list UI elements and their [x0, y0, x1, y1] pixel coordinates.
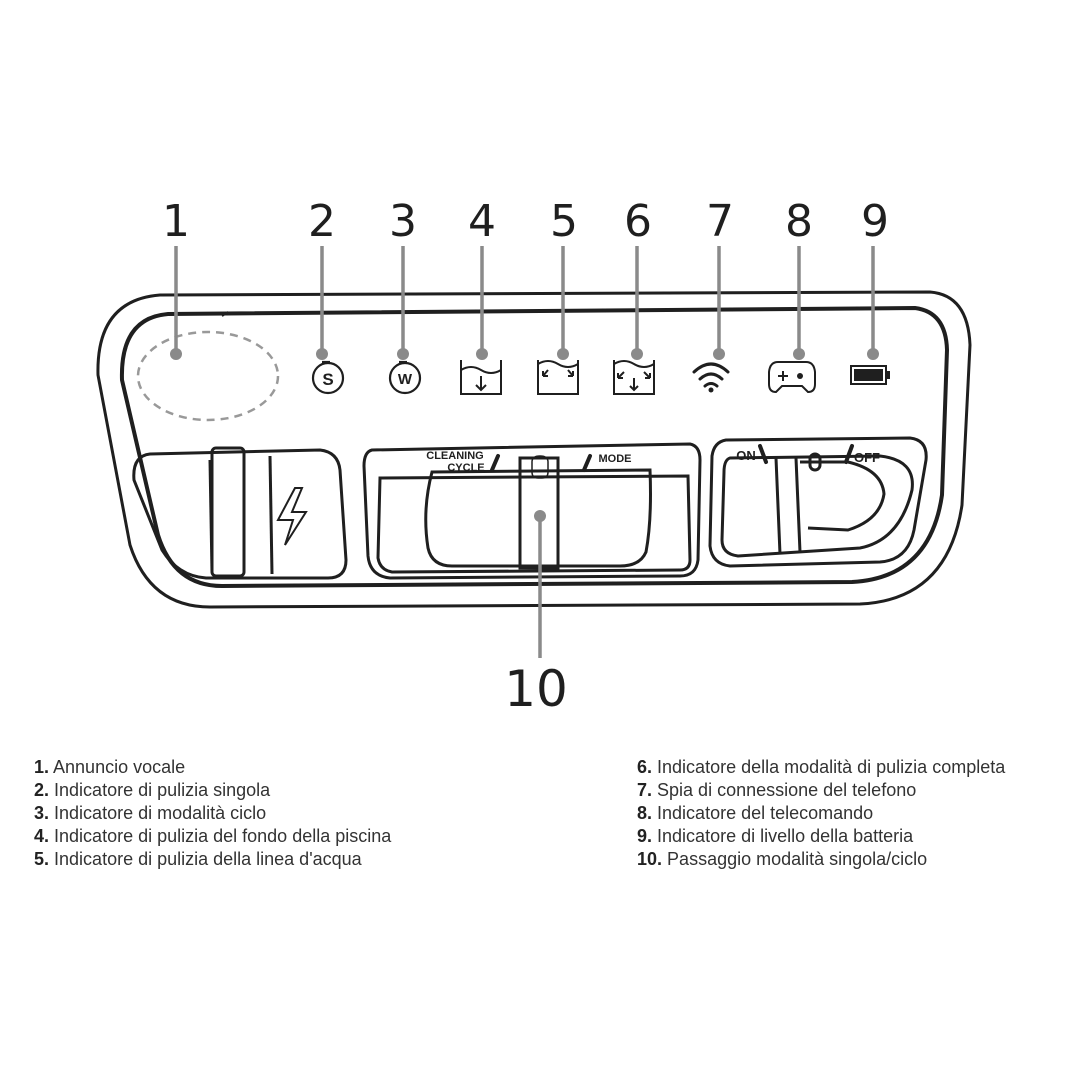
- waterline-icon: [537, 360, 579, 395]
- legend-item-8: 8. Indicatore del telecomando: [637, 802, 1005, 825]
- legend-item-number: 5.: [34, 849, 50, 869]
- legend-item-text: Indicatore di pulizia del fondo della pi…: [54, 826, 392, 846]
- legend-item-text: Indicatore di modalità ciclo: [54, 803, 267, 823]
- leader-dot-3: [397, 348, 409, 360]
- legend-right-column: 6. Indicatore della modalità di pulizia …: [637, 756, 1005, 871]
- legend-item-6: 6. Indicatore della modalità di pulizia …: [637, 756, 1005, 779]
- legend-item-text: Indicatore del telecomando: [657, 803, 874, 823]
- legend-item-number: 3.: [34, 803, 50, 823]
- legend-left-column: 1. Annuncio vocale 2. Indicatore di puli…: [34, 756, 391, 871]
- leader-dot-1: [170, 348, 182, 360]
- panel-inner-shell: [119, 305, 950, 589]
- callout-4: 4: [468, 196, 496, 247]
- legend-item-3: 3. Indicatore di modalità ciclo: [34, 802, 391, 825]
- callout-6: 6: [624, 196, 652, 247]
- cleaning-cycle-tick: [490, 454, 500, 472]
- legend-item-number: 8.: [637, 803, 653, 823]
- legend-item-4: 4. Indicatore di pulizia del fondo della…: [34, 825, 391, 848]
- leader-dots: [170, 348, 879, 522]
- legend-item-10: 10. Passaggio modalità singola/ciclo: [637, 848, 1005, 871]
- legend-item-1: 1. Annuncio vocale: [34, 756, 391, 779]
- single-cleaning-letter: S: [322, 370, 333, 389]
- mode-tick: [582, 454, 592, 472]
- lightning-icon: [276, 487, 308, 546]
- legend-item-2: 2. Indicatore di pulizia singola: [34, 779, 391, 802]
- cycle-mode-letter: W: [398, 371, 413, 388]
- callout-3: 3: [389, 196, 417, 247]
- power-switch: [708, 436, 928, 568]
- leader-dot-5: [557, 348, 569, 360]
- voice-announcement-area: [136, 330, 280, 422]
- cycle-mode-icon: W: [388, 360, 422, 395]
- callout-5: 5: [550, 196, 578, 247]
- legend-item-number: 1.: [34, 757, 50, 777]
- on-label: ON: [736, 448, 756, 463]
- leader-dot-9: [867, 348, 879, 360]
- legend-item-number: 7.: [637, 780, 653, 800]
- panel-outer-shell: [96, 290, 972, 609]
- single-cleaning-icon: S: [311, 360, 345, 395]
- on-tick: [758, 444, 768, 464]
- legend-item-text: Annuncio vocale: [53, 757, 186, 777]
- off-tick: [844, 444, 854, 464]
- legend-item-text: Spia di connessione del telefono: [657, 780, 917, 800]
- battery-level-icon: [850, 365, 890, 385]
- legend-item-text: Indicatore di livello della batteria: [657, 826, 914, 846]
- phone-connection-icon: [692, 362, 730, 393]
- legend-item-5: 5. Indicatore di pulizia della linea d'a…: [34, 848, 391, 871]
- panel-notch: [221, 311, 229, 317]
- legend-item-number: 2.: [34, 780, 50, 800]
- charging-port: [132, 446, 348, 580]
- callout-10: 10: [504, 660, 568, 718]
- callout-8: 8: [785, 196, 813, 247]
- cleaning-cycle-label-line1: CLEANING: [426, 450, 483, 462]
- legend-item-text: Indicatore di pulizia della linea d'acqu…: [54, 849, 362, 869]
- pool-floor-icon: [460, 360, 502, 395]
- mode-switch: [362, 442, 702, 580]
- leader-dot-4: [476, 348, 488, 360]
- callout-2: 2: [308, 196, 336, 247]
- callout-1: 1: [162, 196, 190, 247]
- leader-dot-2: [316, 348, 328, 360]
- off-label: OFF: [854, 450, 880, 465]
- leader-lines: [174, 246, 875, 658]
- leader-dot-10: [534, 510, 546, 522]
- legend-item-9: 9. Indicatore di livello della batteria: [637, 825, 1005, 848]
- legend-item-text: Passaggio modalità singola/ciclo: [667, 849, 928, 869]
- legend-item-number: 6.: [637, 757, 653, 777]
- legend-item-7: 7. Spia di connessione del telefono: [637, 779, 1005, 802]
- full-cleaning-icon: [613, 360, 655, 395]
- remote-control-icon: [768, 361, 816, 394]
- callout-7: 7: [706, 196, 734, 247]
- cleaning-cycle-label-line2: CYCLE: [447, 462, 484, 474]
- leader-dot-8: [793, 348, 805, 360]
- leader-dot-6: [631, 348, 643, 360]
- mode-label: MODE: [599, 453, 632, 465]
- legend-item-number: 9.: [637, 826, 653, 846]
- legend-item-number: 10.: [637, 849, 663, 869]
- legend-item-number: 4.: [34, 826, 50, 846]
- legend-item-text: Indicatore di pulizia singola: [54, 780, 271, 800]
- legend-item-text: Indicatore della modalità di pulizia com…: [657, 757, 1006, 777]
- leader-dot-7: [713, 348, 725, 360]
- callout-9: 9: [861, 196, 889, 247]
- control-panel-diagram: 1 2 3 4 5 6 7 8 9 10 S W: [96, 196, 972, 718]
